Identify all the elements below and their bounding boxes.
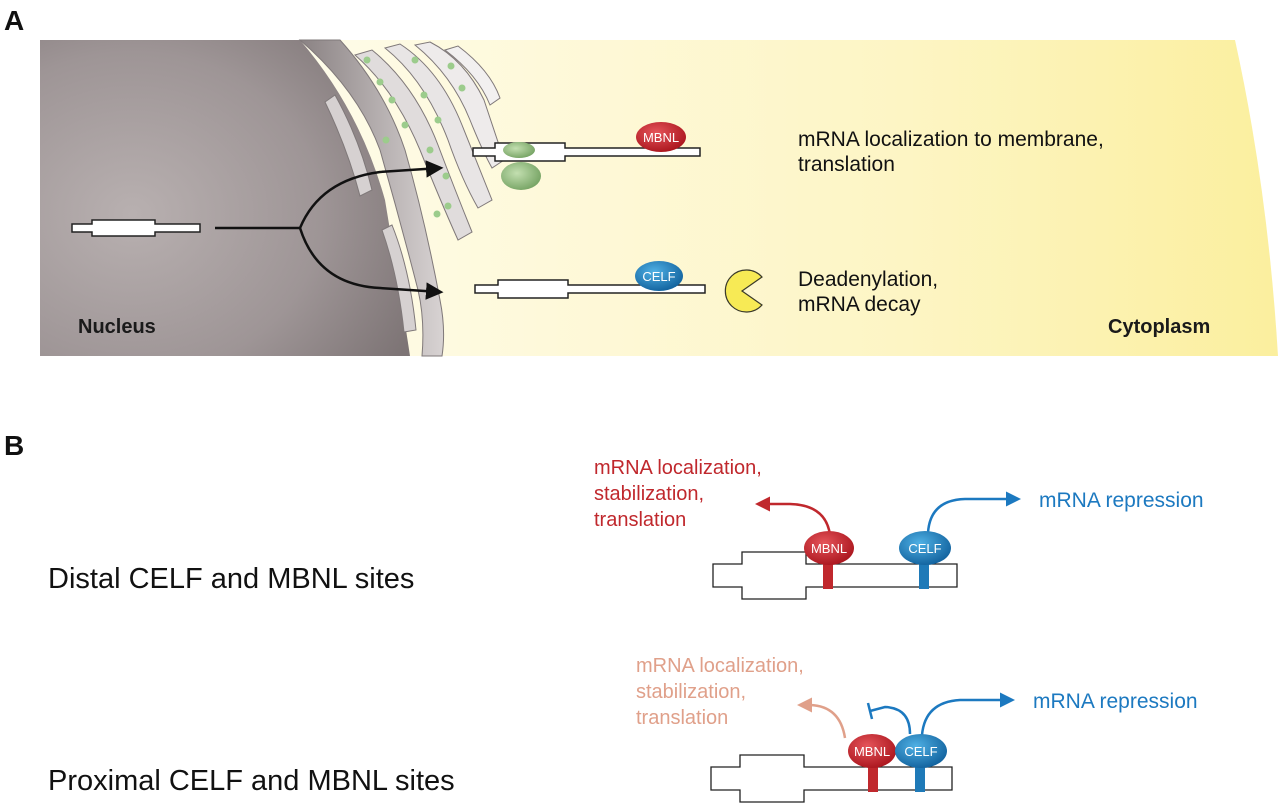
proximal-mbnl-outcome: mRNA localization, stabilization, transl…	[636, 655, 809, 729]
export-arrow-bottom	[298, 227, 444, 300]
celf-protein-a: CELF	[635, 261, 683, 291]
outcome-top-line1: mRNA localization to membrane,	[798, 128, 1104, 151]
outcome-bottom-line2: mRNA decay	[798, 293, 921, 316]
distal-mbnl-arrow	[755, 496, 832, 536]
distal-mbnl-line3: translation	[594, 509, 686, 531]
proximal-celf-arrow	[920, 692, 1015, 736]
ribosome-large-subunit	[501, 162, 541, 190]
outcome-bottom-text: Deadenylation, mRNA decay	[798, 268, 944, 316]
endoplasmic-reticulum	[298, 39, 505, 357]
distal-celf-outcome: mRNA repression	[1039, 489, 1204, 512]
ribosome-small-subunit	[503, 142, 535, 158]
proximal-mrna	[710, 754, 953, 803]
proximal-mbnl-line3: translation	[636, 707, 728, 729]
distal-mbnl-line2: stabilization,	[594, 483, 704, 505]
distal-mbnl-protein: MBNL	[804, 531, 854, 565]
mbnl-protein-a: MBNL	[636, 122, 686, 152]
proximal-mbnl-site	[868, 765, 878, 792]
nucleus-label: Nucleus	[78, 316, 156, 338]
proximal-mbnl-badge: MBNL	[854, 744, 890, 759]
proximal-mbnl-protein: MBNL	[848, 734, 896, 768]
cytoplasm-label: Cytoplasm	[1108, 316, 1210, 338]
proximal-mbnl-arrow	[797, 697, 847, 739]
distal-mbnl-badge: MBNL	[811, 541, 847, 556]
celf-badge-label: CELF	[642, 269, 675, 284]
proximal-inhibition-arrow	[869, 705, 912, 735]
distal-celf-arrow	[926, 491, 1021, 534]
distal-celf-protein: CELF	[899, 531, 951, 565]
proximal-celf-outcome: mRNA repression	[1033, 690, 1198, 713]
nuclear-mrna	[71, 219, 201, 237]
proximal-sites-label: Proximal CELF and MBNL sites	[48, 765, 455, 797]
distal-mbnl-outcome: mRNA localization, stabilization, transl…	[594, 457, 767, 531]
distal-celf-site	[919, 562, 929, 589]
mrna-celf-decay	[474, 279, 706, 299]
distal-mbnl-line1: mRNA localization,	[594, 457, 762, 479]
proximal-celf-badge: CELF	[904, 744, 937, 759]
proximal-mbnl-line1: mRNA localization,	[636, 655, 804, 677]
mbnl-badge-label: MBNL	[643, 130, 679, 145]
inhibition-bar	[866, 702, 874, 720]
distal-mbnl-site	[823, 562, 833, 589]
distal-sites-label: Distal CELF and MBNL sites	[48, 563, 414, 595]
distal-mrna	[712, 551, 958, 600]
ribosome-dots	[363, 56, 466, 218]
proximal-mbnl-line2: stabilization,	[636, 681, 746, 703]
distal-celf-badge: CELF	[908, 541, 941, 556]
proximal-celf-site	[915, 765, 925, 792]
nucleus-region	[40, 40, 410, 356]
panel-b-letter: B	[4, 430, 24, 461]
outcome-top-line2: translation	[798, 153, 895, 176]
outcome-top-text: mRNA localization to membrane, translati…	[798, 128, 1110, 176]
panel-a-letter: A	[4, 5, 24, 36]
proximal-celf-protein: CELF	[895, 734, 947, 768]
outcome-bottom-line1: Deadenylation,	[798, 268, 938, 291]
deadenylase-pacman-icon	[724, 269, 763, 313]
mrna-mbnl-membrane	[472, 142, 701, 190]
export-arrow-top	[215, 160, 444, 230]
